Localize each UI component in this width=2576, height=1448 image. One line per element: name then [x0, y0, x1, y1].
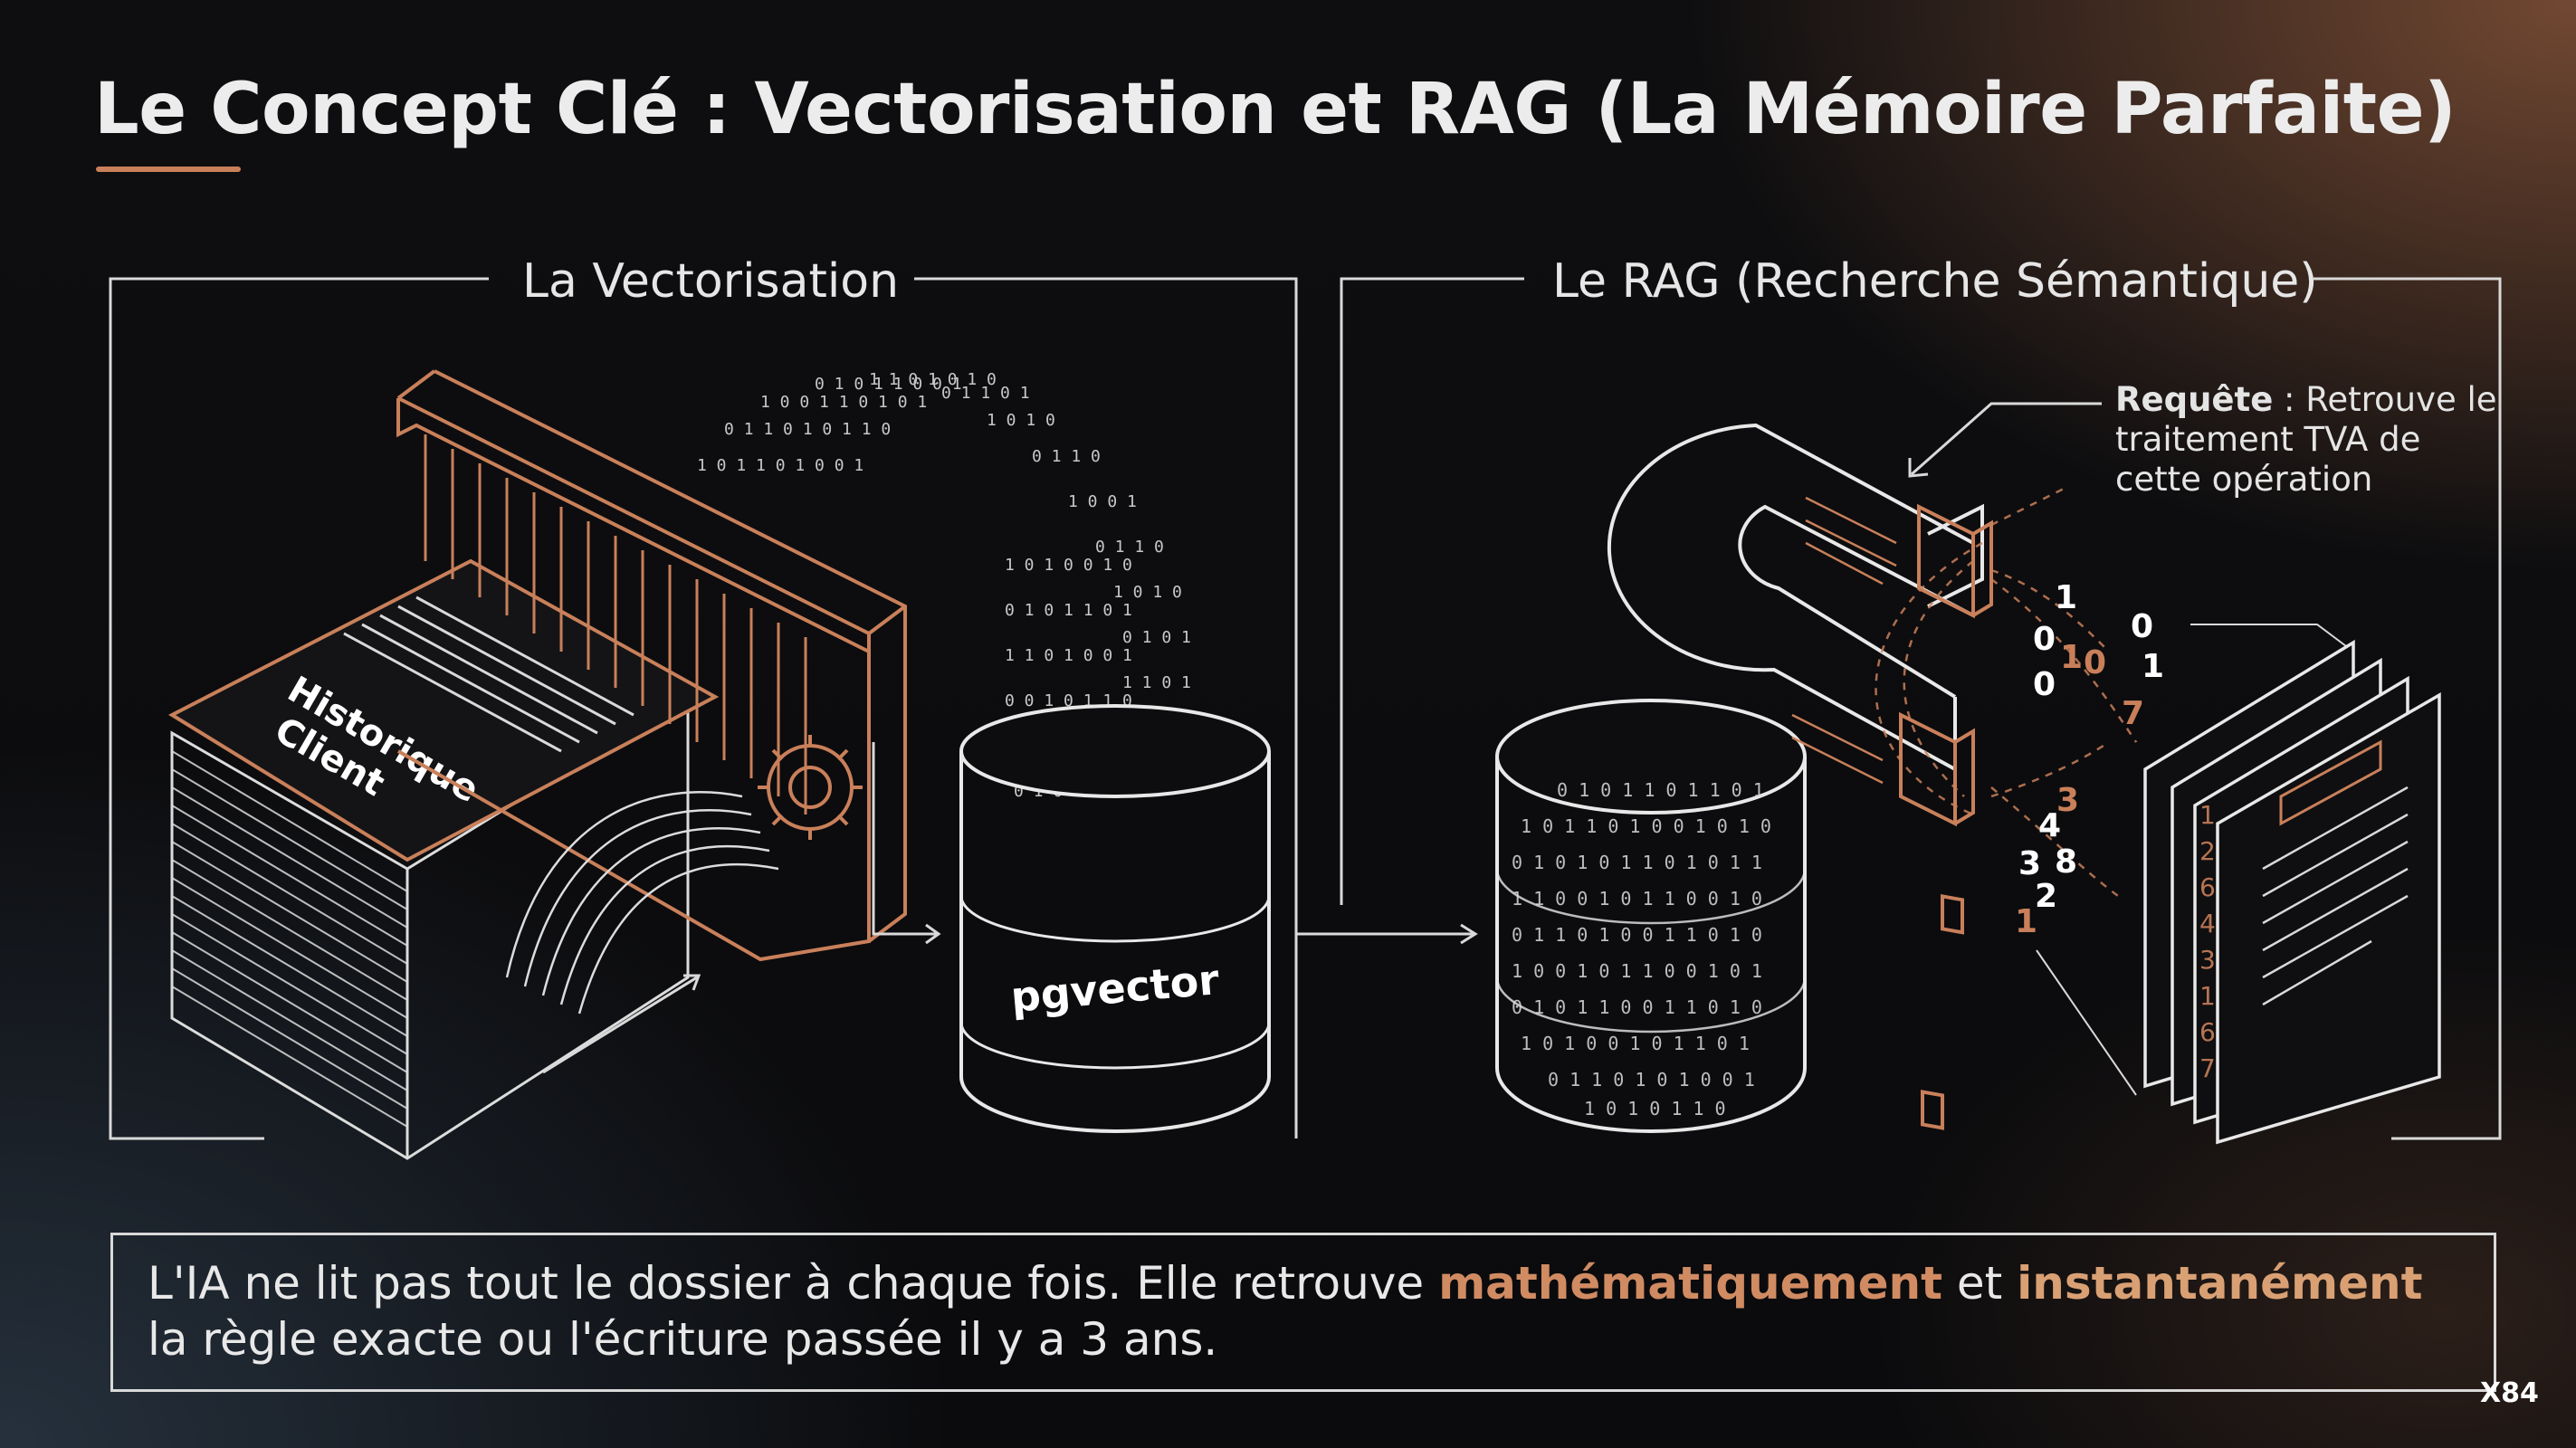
svg-text:1 0 0 1 1 0 1 0 1: 1 0 0 1 1 0 1 0 1 [760, 393, 927, 412]
query-arrow [1908, 402, 2102, 478]
rag-panel-frame [1340, 277, 2502, 1140]
query-label: Requête [2115, 380, 2274, 419]
svg-text:3: 3 [2199, 945, 2216, 975]
svg-text:0 1 0 1 1 0 1: 0 1 0 1 1 0 1 [1005, 601, 1132, 620]
svg-text:4: 4 [2199, 909, 2216, 938]
flow-arrow-to-rag [1296, 923, 1478, 945]
digit: 0 [2033, 621, 2056, 658]
machine-blades [424, 434, 807, 814]
digit: 3 [2018, 845, 2041, 882]
svg-text:7: 7 [2199, 1053, 2216, 1083]
svg-text:1 1 0 1 0 0 1: 1 1 0 1 0 0 1 [1005, 646, 1132, 665]
result-documents-icon [2143, 639, 2441, 1145]
digit: 1 [2015, 903, 2037, 940]
pgvector-label: pgvector [1009, 955, 1222, 1022]
summary-highlight-math: mathématiquement [1438, 1257, 1942, 1310]
digit: 8 [2055, 843, 2077, 881]
rag-database-icon [1495, 699, 1807, 1133]
brand-logo: X84 [2480, 1377, 2539, 1409]
svg-text:1 0 1 0: 1 0 1 0 [1113, 583, 1182, 602]
svg-text:2: 2 [2199, 836, 2216, 866]
summary-text-after: la règle exacte ou l'écriture passée il … [148, 1313, 1218, 1366]
magnet-poles [1791, 496, 1993, 1130]
svg-text:1 0 1 0 1 1 0: 1 0 1 0 1 1 0 [1584, 1098, 1726, 1119]
digit: 1 [2142, 648, 2164, 685]
digit: 4 [2038, 807, 2061, 844]
digit: 7 [2122, 695, 2144, 732]
query-annotation: Requête : Retrouve le traitement TVA de … [2115, 380, 2514, 500]
title-underline [96, 167, 241, 172]
rag-binary-fill: 0 1 0 1 1 0 1 1 0 1 1 0 1 1 0 1 0 0 1 0 … [1512, 779, 1771, 1119]
gear-icon [758, 735, 863, 840]
digit: 2 [2035, 878, 2057, 915]
magnetic-field-lines [1875, 487, 2138, 897]
pgvector-database-icon [959, 704, 1271, 1133]
svg-text:0 1 0 1 1 0 0 1: 0 1 0 1 1 0 0 1 [815, 375, 962, 394]
svg-text:1 1 0 1: 1 1 0 1 [1122, 673, 1191, 692]
result-document-content [2262, 739, 2409, 1006]
result-margin-digits: 1 2 6 4 3 1 6 7 [2199, 800, 2216, 1083]
summary-text: L'IA ne lit pas tout le dossier à chaque… [148, 1255, 2465, 1367]
summary-text-before: L'IA ne lit pas tout le dossier à chaque… [148, 1257, 1439, 1310]
digit: 0 [2131, 608, 2153, 645]
svg-text:1 0 0 1 0 1 1 0 0 1 0 1: 1 0 0 1 0 1 1 0 0 1 0 1 [1512, 960, 1762, 982]
svg-text:1 0 1 1 0 1 0 0 1 0 1 0: 1 0 1 1 0 1 0 0 1 0 1 0 [1521, 815, 1771, 837]
svg-text:1 0 0 1: 1 0 0 1 [1068, 492, 1137, 511]
svg-text:1 0 1 0 0 1 0: 1 0 1 0 0 1 0 [1005, 556, 1132, 575]
svg-text:0 1 1 0: 0 1 1 0 [1095, 538, 1164, 557]
summary-highlight-instant: instantanément [2017, 1257, 2423, 1310]
vectorisation-panel-title: La Vectorisation [522, 254, 900, 309]
digit: 3 [2056, 782, 2079, 819]
digit: 0 [2033, 666, 2056, 703]
summary-box: L'IA ne lit pas tout le dossier à chaque… [110, 1233, 2496, 1392]
digit: 1 [2055, 579, 2077, 616]
svg-text:0 1 0 1 0 1 1 0 1 0 1 1: 0 1 0 1 0 1 1 0 1 0 1 1 [1512, 852, 1762, 873]
rag-panel-title: Le RAG (Recherche Sémantique) [1552, 254, 2318, 309]
shredded-strips [505, 791, 779, 1015]
svg-text:1 0 1 0 0 1 0 1 1 0 1: 1 0 1 0 0 1 0 1 1 0 1 [1521, 1033, 1750, 1054]
svg-text:0 1 1 0 1: 0 1 1 0 1 [941, 384, 1030, 403]
vectorizer-machine-icon [396, 369, 907, 962]
svg-text:0 1 1 0: 0 1 1 0 [1032, 447, 1101, 466]
document-stack-icon [170, 694, 690, 1160]
svg-text:0 1 0 1 1 0 1 1 0 1: 0 1 0 1 1 0 1 1 0 1 [1557, 779, 1764, 801]
svg-text:0 1 0 1: 0 1 0 1 [1122, 628, 1191, 647]
summary-text-mid: et [1942, 1257, 2018, 1310]
flow-arrows-left [542, 742, 941, 1074]
svg-text:1: 1 [2199, 800, 2216, 830]
page-title: Le Concept Clé : Vectorisation et RAG (L… [94, 69, 2457, 150]
svg-text:1 1 0 1 0 1 0: 1 1 0 1 0 1 0 [869, 370, 997, 389]
svg-text:0 1 1 0 1 0 1 0 0 1: 0 1 1 0 1 0 1 0 0 1 [1548, 1069, 1755, 1091]
vectorisation-panel-frame [109, 277, 1298, 1140]
svg-text:0 1 1 0 1 0 1 1 0: 0 1 1 0 1 0 1 1 0 [724, 420, 891, 439]
svg-text:6: 6 [2199, 1017, 2216, 1047]
floating-digits: 1 0 1 0 0 1 0 7 3 4 3 8 2 1 [2015, 579, 2164, 940]
svg-text:6: 6 [2199, 872, 2216, 902]
svg-text:1 1 0 0 1 0 1 1 0 0 1 0: 1 1 0 0 1 0 1 1 0 0 1 0 [1512, 888, 1762, 910]
svg-text:1 0 1 1 0 1 0 0 1: 1 0 1 1 0 1 0 0 1 [697, 456, 863, 475]
digit: 1 [2060, 639, 2083, 676]
svg-text:0 1 0 1 1 0 0 1 1 0 1 0: 0 1 0 1 1 0 0 1 1 0 1 0 [1512, 996, 1762, 1018]
svg-text:0 1 1 0 1 0 0 1 1 0 1 0: 0 1 1 0 1 0 0 1 1 0 1 0 [1512, 924, 1762, 946]
svg-text:1: 1 [2199, 981, 2216, 1011]
top-document-icon: Historique Client [167, 558, 720, 862]
digit: 0 [2084, 644, 2106, 681]
svg-text:1 0 1 0: 1 0 1 0 [987, 411, 1055, 430]
query-text: : Retrouve le traitement TVA de cette op… [2115, 380, 2497, 499]
